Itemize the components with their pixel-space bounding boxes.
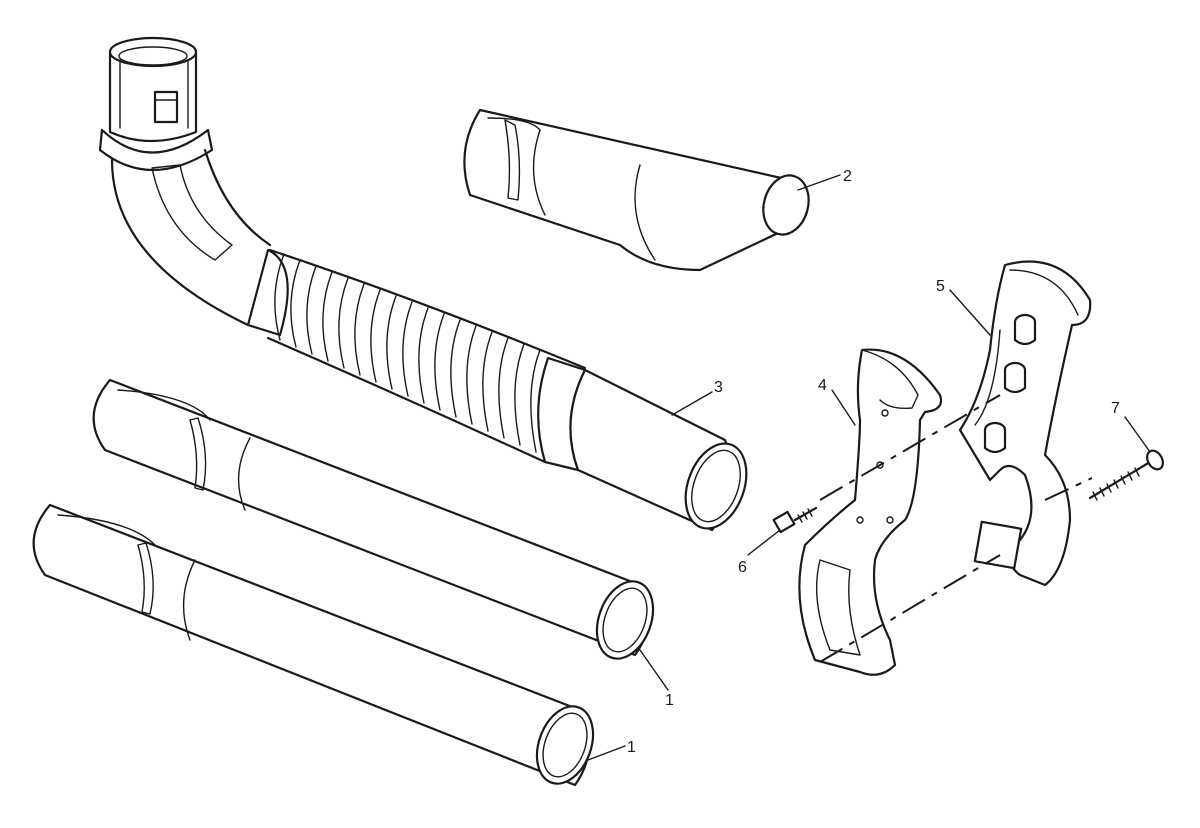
callout-label-1-lower: 1 xyxy=(627,739,636,756)
part-7-long-screw xyxy=(1088,449,1164,501)
leader-lines xyxy=(587,174,1151,761)
callout-labels: 2 3 1 1 4 5 6 7 xyxy=(627,168,1120,756)
callout-label-3: 3 xyxy=(714,379,723,396)
callout-label-7: 7 xyxy=(1111,400,1120,417)
part-6-short-screw xyxy=(772,506,818,534)
callout-label-5: 5 xyxy=(936,278,945,295)
callout-label-6: 6 xyxy=(738,559,747,576)
callout-label-2: 2 xyxy=(843,168,852,185)
assembly-axis-lines xyxy=(819,394,1093,663)
part-1-tube-upper xyxy=(92,378,655,660)
part-4-handle-half xyxy=(798,348,943,676)
part-3-elbow-flex-hose xyxy=(98,36,748,532)
callout-label-4: 4 xyxy=(818,377,827,394)
callout-label-1-upper: 1 xyxy=(665,692,674,709)
part-5-handle-half xyxy=(958,260,1092,587)
part-1-tube-lower xyxy=(32,503,595,787)
part-2-nozzle xyxy=(463,108,810,272)
